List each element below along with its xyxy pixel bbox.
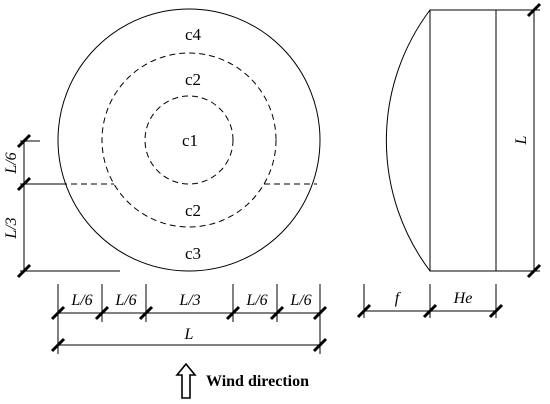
wind-direction-label: Wind direction: [206, 373, 309, 390]
tick-mark: [526, 2, 542, 18]
he-dim-label: He: [453, 290, 473, 307]
f-dim-label: f: [395, 290, 402, 307]
tick-mark: [312, 337, 328, 353]
tick-mark: [356, 303, 372, 319]
zone-label-center: c1: [182, 131, 198, 150]
wind-indicator: Wind direction: [175, 362, 309, 399]
tick-mark: [16, 133, 32, 149]
bottom-dim-seg1-label: L/6: [70, 292, 92, 309]
zone-label-lower-middle: c2: [185, 201, 201, 220]
left-dim-lower-label: L/3: [3, 217, 20, 239]
tick-mark: [422, 303, 438, 319]
wind-arrow-icon: [175, 362, 197, 399]
zone-label-bottom: c3: [185, 244, 201, 263]
bottom-dim-total-label: L: [184, 326, 194, 343]
tick-mark: [16, 176, 32, 192]
dome-arc: [385, 9, 431, 272]
tick-mark: [94, 305, 110, 321]
left-dim-upper-label: L/6: [3, 152, 20, 174]
tick-mark: [488, 303, 504, 319]
middle-dashed-circle: [101, 52, 277, 228]
tick-mark: [312, 305, 328, 321]
bottom-dim-seg2-label: L/6: [114, 292, 136, 309]
left-dimension: L/6 L/3: [3, 133, 120, 279]
bottom-dimensions: L/6 L/6 L/3 L/6 L/6 L: [50, 284, 328, 354]
inner-dashed-circle: [144, 95, 234, 185]
tick-mark: [50, 305, 66, 321]
tick-mark: [526, 263, 542, 279]
tick-mark: [269, 305, 285, 321]
plan-view: c4 c2 c1 c2 c3: [57, 8, 321, 272]
zone-label-upper-middle: c2: [185, 70, 201, 89]
bottom-dim-seg5-label: L/6: [289, 292, 311, 309]
outer-circle: [57, 8, 321, 272]
tick-mark: [50, 337, 66, 353]
elevation-view: L f He: [356, 2, 542, 319]
tick-mark: [225, 305, 241, 321]
zone-label-top: c4: [185, 25, 202, 44]
cylinder-wall-rect: [429, 9, 497, 272]
bottom-dim-seg4-label: L/6: [245, 292, 267, 309]
height-dim-label: L: [513, 135, 530, 145]
tick-mark: [16, 263, 32, 279]
tick-mark: [138, 305, 154, 321]
bottom-dim-seg3-label: L/3: [178, 292, 200, 309]
